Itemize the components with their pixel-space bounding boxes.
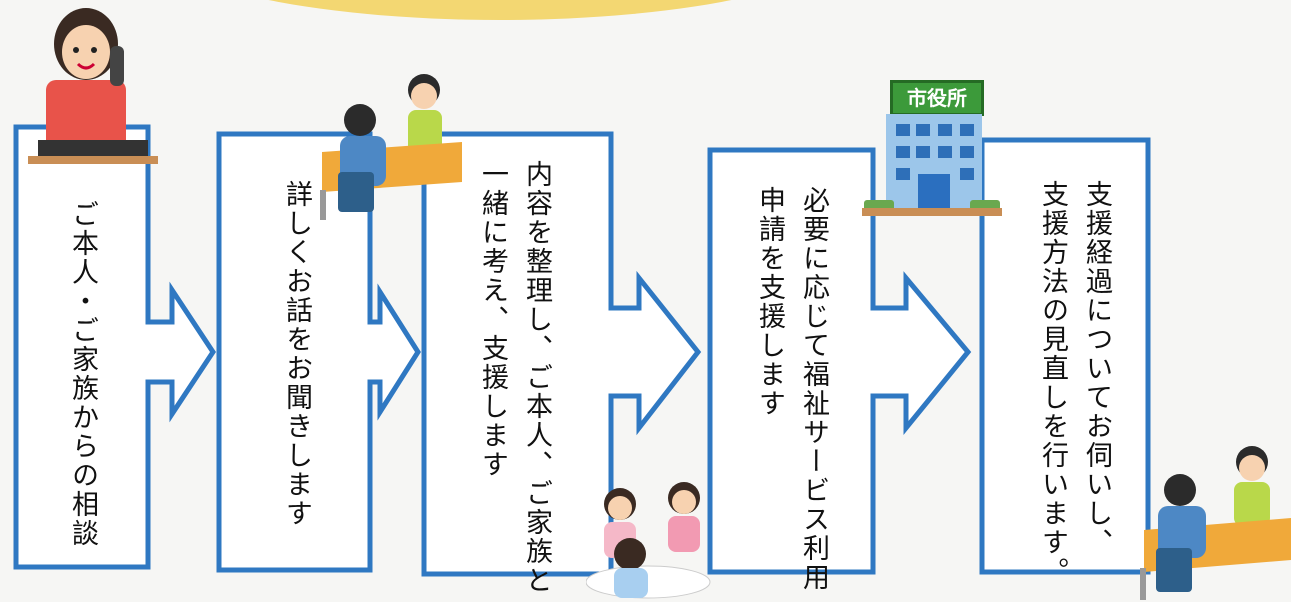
step-4-line-2: 申請を支援します [754,186,785,418]
step-2-line-1: 詳しくお話をお聞きします [281,180,312,528]
step-5-box [979,137,1151,575]
step-4-box [707,147,972,575]
step-4-line-1: 必要に応じて福祉サービス利用 [798,186,829,592]
step-4-text: 必要に応じて福祉サービス利用 申請を支援します [747,186,835,592]
city-hall-building-illustration: 市役所 [862,74,1002,220]
step-5-line-2: 支援方法の見直しを行います。 [1037,180,1068,586]
family-group-illustration [586,482,711,599]
step-1-box [13,124,216,570]
consultation-meeting-illustration [1140,446,1291,600]
step-5-text: 支援経過についてお伺いし、 支援方法の見直しを行います。 [1030,180,1118,586]
step-3-text: 内容を整理し、ご本人、ご家族と 一緒に考え、支援します [470,160,558,595]
step-3-line-2: 一緒に考え、支援します [477,160,508,479]
step-3-line-1: 内容を整理し、ご本人、ご家族と [521,160,552,595]
step-2-box [216,131,421,573]
counselor-meeting-illustration [320,74,462,220]
step-3-box [421,131,702,577]
step-2-text: 詳しくお話をお聞きします [276,180,316,528]
step-5-line-1: 支援経過についてお伺いし、 [1081,180,1112,557]
step-1-line-1: ご本人・ご家族からの相談 [67,200,98,548]
city-hall-sign: 市役所 [890,80,984,116]
city-hall-sign-label: 市役所 [907,86,967,110]
step-1-text: ご本人・ご家族からの相談 [62,200,102,548]
phone-operator-illustration [28,8,158,164]
